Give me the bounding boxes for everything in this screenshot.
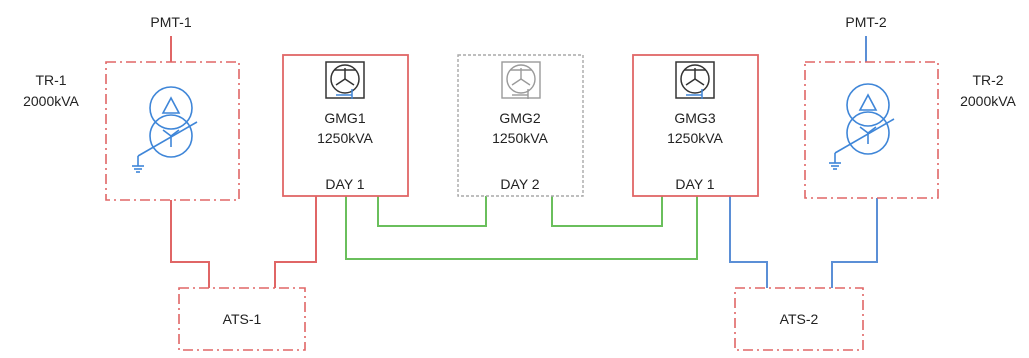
generator-icon: [501, 61, 541, 99]
tr1-box[interactable]: [105, 61, 240, 201]
gmg2-name: GMG2: [499, 110, 540, 126]
pmt2-label: PMT-2: [845, 14, 886, 30]
generator-icon: [325, 61, 365, 99]
gmg2-gmg3-link: [551, 196, 663, 227]
tr2-rating: 2000kVA: [960, 93, 1016, 109]
tr1-rating: 2000kVA: [23, 93, 79, 109]
gmg3-name: GMG3: [674, 110, 715, 126]
transformer-icon: [829, 83, 895, 170]
ats1-box[interactable]: [178, 287, 306, 351]
tr2-name: TR-2: [972, 72, 1003, 88]
gmg3-day: DAY 1: [675, 176, 714, 192]
gmg1-box[interactable]: [282, 54, 409, 197]
gmg1-name: GMG1: [324, 110, 365, 126]
generator-icon: [675, 61, 715, 99]
gmg3-to-ats2-line: [729, 196, 768, 288]
pmt1-label: PMT-1: [150, 14, 191, 30]
ats2-label: ATS-2: [780, 311, 819, 327]
tr2-box[interactable]: [804, 61, 939, 199]
gmg1-rating: 1250kVA: [317, 130, 373, 146]
tr1-to-ats1-line: [170, 200, 210, 288]
ats1-label: ATS-1: [223, 311, 262, 327]
gmg1-gmg3-link: [345, 196, 698, 260]
transformer-icon: [132, 86, 198, 173]
tr1-name: TR-1: [35, 72, 66, 88]
ats2-box[interactable]: [734, 287, 864, 351]
gmg3-box[interactable]: [632, 54, 759, 197]
gmg2-rating: 1250kVA: [492, 130, 548, 146]
gmg1-to-ats1-line: [274, 196, 317, 288]
gmg3-rating: 1250kVA: [667, 130, 723, 146]
gmg1-gmg2-link: [377, 196, 487, 227]
gmg2-day: DAY 2: [500, 176, 539, 192]
gmg2-box[interactable]: [457, 54, 584, 197]
tr2-to-ats2-line: [831, 198, 878, 288]
gmg1-day: DAY 1: [325, 176, 364, 192]
